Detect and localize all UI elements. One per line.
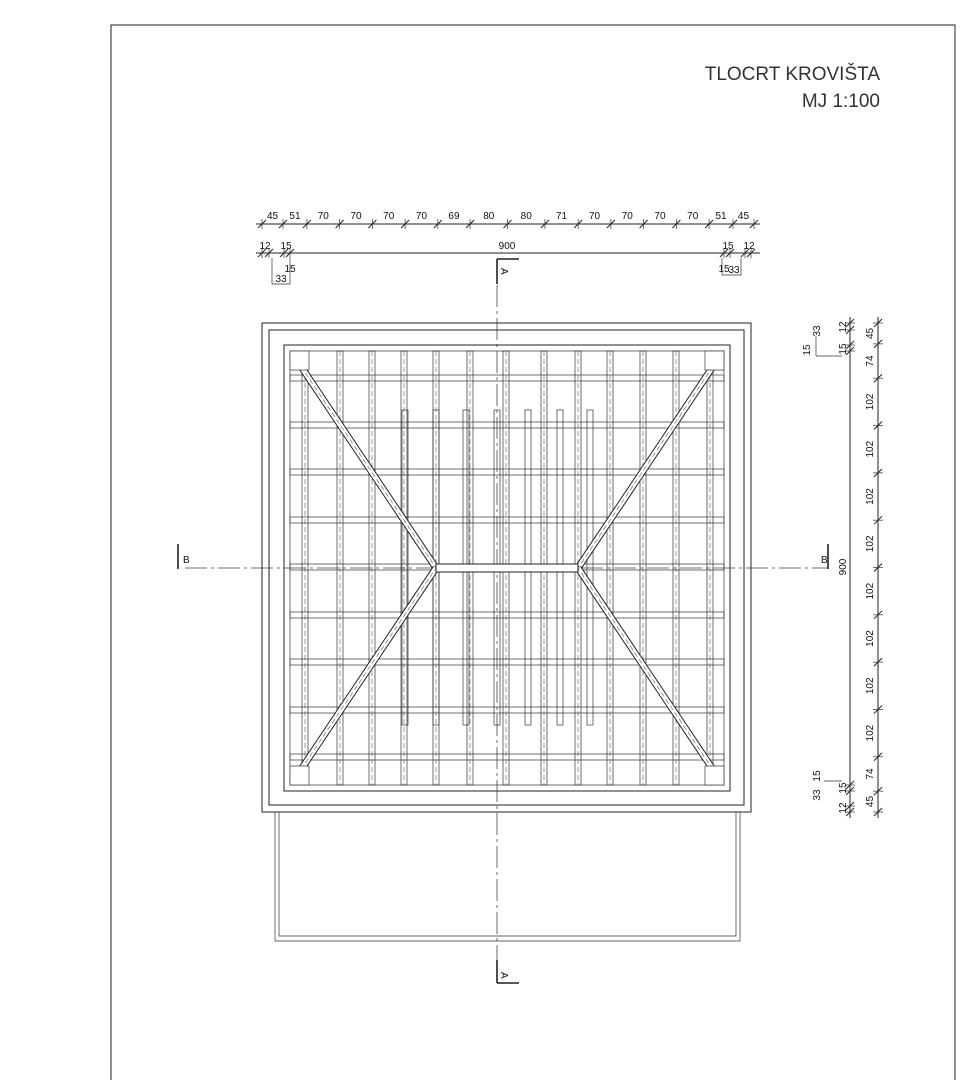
dimension-value-right: 74 [865, 768, 876, 780]
drawing-title: TLOCRT KROVIŠTA [705, 63, 881, 85]
sheet-border [110, 24, 956, 1080]
dimension-value-top-sub: 33 [275, 274, 287, 285]
dimension-value-right: 45 [865, 796, 876, 808]
dimension-value-top: 70 [350, 211, 362, 222]
dimension-value-right: 102 [865, 488, 876, 505]
rafter-horizontal [289, 468, 725, 476]
roof-eave-inner [268, 329, 745, 806]
drawing-scale: MJ 1:100 [802, 91, 880, 112]
dimension-total-right: 900 [838, 558, 849, 575]
dimension-value-top-sub: 33 [728, 265, 740, 276]
dimension-value-right: 102 [865, 535, 876, 552]
dimension-value-right: 102 [865, 724, 876, 741]
corner-post [704, 350, 725, 371]
section-marker-a-top: A [496, 258, 519, 284]
dimension-value-top-2: 15 [280, 241, 292, 252]
rafter-horizontal [289, 516, 725, 524]
dimension-value-right-sub: 15 [802, 344, 813, 356]
dimension-value-right-sub: 12 [838, 802, 849, 814]
hip-rafter-axis [577, 567, 723, 784]
dimension-value-right: 102 [865, 440, 876, 457]
hip-rafter-axis [577, 352, 723, 569]
rafter-horizontal [289, 706, 725, 714]
dimension-leader [271, 258, 291, 285]
dimension-leader [815, 336, 842, 357]
corner-post [704, 765, 725, 786]
dimension-value-right: 102 [865, 582, 876, 599]
dimension-value-right: 102 [865, 677, 876, 694]
dimension-value-top: 80 [521, 211, 533, 222]
hip-rafter-axis [291, 567, 437, 784]
dimension-value-top: 70 [622, 211, 634, 222]
dimension-value-top-2: 12 [743, 241, 755, 252]
dimension-value-right-sub: 15 [812, 770, 823, 782]
dimension-value-right-sub: 33 [812, 325, 823, 337]
dimension-value-top: 70 [383, 211, 395, 222]
roof-eave-outer [261, 322, 752, 813]
dimension-value-top: 70 [589, 211, 601, 222]
lower-extension-inner [278, 812, 737, 937]
section-label-b-right: B [821, 555, 828, 566]
dimension-leader [721, 258, 742, 276]
dimension-value-right-sub: 15 [838, 343, 849, 355]
rafter-horizontal [289, 421, 725, 429]
dimension-total-top: 900 [499, 241, 516, 252]
dimension-value-top: 70 [654, 211, 666, 222]
rafter-horizontal [289, 374, 725, 382]
corner-post [289, 765, 310, 786]
dimension-value-right-sub: 15 [838, 782, 849, 794]
section-marker-a-bottom: A [496, 960, 519, 984]
dimension-value-top-sub: 15 [718, 264, 730, 275]
dimension-value-top: 71 [556, 211, 568, 222]
dimension-value-top: 69 [448, 211, 460, 222]
top-dimensions: 45 51 70 70 70 70 69 80 80 71 70 70 70 70 51 45 12 15 900 1… [256, 211, 760, 285]
dimension-value-right: 102 [865, 393, 876, 410]
dimension-value-top: 51 [715, 211, 727, 222]
dimension-value-top-2: 12 [259, 241, 271, 252]
hip-rafter-axis [291, 352, 437, 569]
dimension-value-top: 51 [289, 211, 301, 222]
dimension-value-right-sub: 33 [812, 789, 823, 801]
lower-extension [274, 812, 741, 942]
corner-post [289, 350, 310, 371]
right-dimensions: 45 74 102 102 102 102 102 102 102 102 74 45 900 15 33 1… [802, 317, 883, 818]
collar-beam [586, 409, 594, 726]
dimension-value-right: 74 [865, 355, 876, 367]
collar-beam [401, 409, 409, 726]
wall-plate-outer [283, 344, 731, 792]
section-label-b-left: B [183, 555, 190, 566]
dimension-value-top-2: 15 [722, 241, 734, 252]
dimension-value-top: 70 [318, 211, 330, 222]
rafter-horizontal [289, 611, 725, 619]
section-label-a-top: A [498, 268, 509, 275]
section-marker-b-left: B [177, 544, 190, 569]
rafter-horizontal [289, 658, 725, 666]
dimension-value-top: 80 [483, 211, 495, 222]
dimension-value-right-sub: 12 [838, 321, 849, 333]
dimension-value-top: 45 [267, 211, 279, 222]
dimension-value-top-sub: 15 [284, 264, 296, 275]
dimension-value-top: 70 [687, 211, 699, 222]
section-label-a-bottom: A [498, 972, 509, 979]
rafter-horizontal [289, 753, 725, 761]
dimension-value-top: 70 [416, 211, 428, 222]
dimension-value-top: 45 [738, 211, 750, 222]
dimension-value-right: 45 [865, 327, 876, 339]
ridge-beam [435, 563, 579, 573]
rafters-group [289, 350, 725, 786]
dimension-value-right: 102 [865, 630, 876, 647]
section-marker-b-right: B [821, 544, 829, 569]
